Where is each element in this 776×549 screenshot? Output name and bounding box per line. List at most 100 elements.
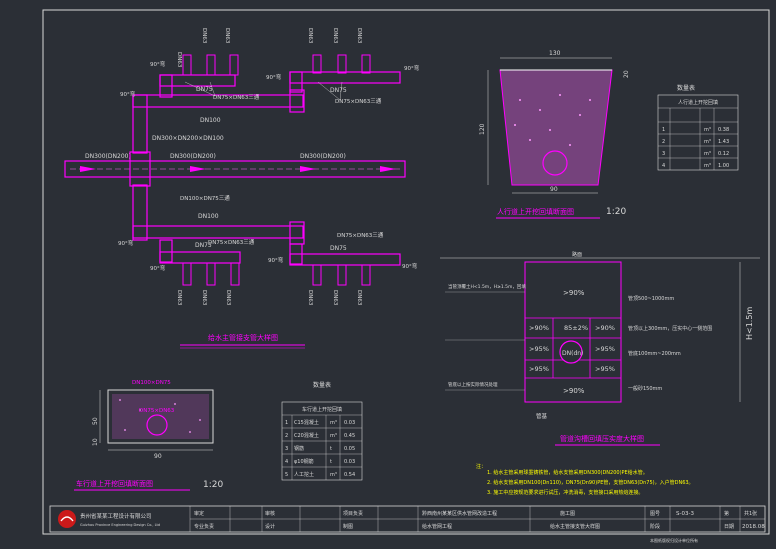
upper-elbow-4: 90°弯 — [404, 64, 420, 72]
upper-vertical-label: DN100 — [200, 117, 221, 124]
lower-outlet-5: DN63 — [332, 290, 338, 306]
company-name: 贵州省某某工程设计有限公司 — [80, 512, 152, 520]
sidewalk-pipe-circle — [542, 150, 568, 176]
upper-reducer-2: DN75×DN63三通 — [335, 97, 382, 105]
trench-cell-7: >95% — [595, 365, 615, 373]
svg-text:2: 2 — [285, 433, 288, 439]
pipe-plan-title: 给水主管接支管大样图 — [208, 333, 278, 342]
svg-text:3: 3 — [662, 151, 665, 157]
footer-note: 本图纸版权归设计单位所有 — [650, 537, 698, 543]
role-4: 专业负责 — [194, 523, 214, 530]
trench-compaction: 路面 >90% >90% 85±2% >90% >95% >95% >95% >… — [440, 251, 760, 446]
svg-text:1: 1 — [662, 127, 665, 133]
sidewalk-dim-right: 20 — [623, 70, 630, 78]
upper-outlet-2: DN63 — [201, 28, 207, 44]
svg-text:0.54: 0.54 — [344, 472, 355, 478]
trench-cell-bottom: >90% — [563, 387, 585, 395]
trench-pipe-label: DN(dn) — [562, 350, 583, 357]
svg-text:φ10钢筋: φ10钢筋 — [294, 458, 314, 465]
drawing-no-label: 图号 — [650, 511, 660, 517]
roadway-dim-width: 90 — [154, 453, 162, 460]
trench-cell-top: >90% — [563, 289, 585, 297]
trench-note-1: 管顶500~1000mm — [628, 295, 674, 302]
sidewalk-dim-bottom: 90 — [550, 186, 558, 193]
phase: 施工图 — [560, 510, 575, 517]
drawing-title: 给水主管接支管大样图 — [550, 523, 600, 530]
svg-text:钢筋: 钢筋 — [294, 445, 304, 452]
svg-text:0.03: 0.03 — [344, 459, 355, 465]
lower-elbow-4: 90°弯 — [402, 262, 418, 270]
upper-outlet-4: DN63 — [307, 28, 313, 44]
lower-sub-label-2: DN75 — [330, 245, 347, 252]
svg-text:人工挖土: 人工挖土 — [294, 471, 314, 478]
phase-label: 阶段 — [650, 523, 660, 530]
svg-text:1.43: 1.43 — [718, 139, 729, 145]
trench-cell-5: >95% — [595, 345, 615, 353]
upper-elbow-1: 90°弯 — [120, 90, 136, 98]
project-sub: 给水管网工程 — [422, 523, 452, 530]
lower-outlet-2: DN63 — [201, 290, 207, 306]
svg-text:2: 2 — [662, 139, 665, 145]
sheet-count: 共1张 — [744, 510, 757, 517]
qty-bottom-header: 车行道上开挖回填 — [302, 406, 342, 413]
upper-outlet-1: DN63 — [176, 52, 182, 68]
svg-text:m³: m³ — [330, 420, 337, 426]
notes: 注： 1. 给水主管采用球墨铸铁管，给水支管采用DN300(DN200)PE给水… — [476, 463, 694, 496]
drawing-frame — [42, 9, 770, 535]
trench-side-note-1: 当管顶覆土H<1.5m，H≥1.5m，回填 — [448, 283, 526, 290]
qty-top-header: 人行道上开挖回填 — [678, 99, 718, 106]
date-label: 日期 — [724, 524, 734, 530]
trench-cell-4: >95% — [529, 345, 549, 353]
trench-cell-1: >90% — [529, 324, 549, 332]
lower-reducer-2: DN75×DN63三通 — [337, 231, 384, 239]
role-6: 制图 — [343, 523, 353, 530]
svg-text:3: 3 — [285, 446, 288, 452]
main-pipe-label-1: DN300(DN200) — [85, 153, 131, 160]
lower-outlet-4: DN63 — [307, 290, 313, 306]
company-name-en: Guizhou Province Engineering Design Co.,… — [80, 523, 160, 527]
company-logo — [58, 510, 76, 528]
roadway-scale: 1:20 — [203, 480, 223, 490]
svg-text:m³: m³ — [330, 472, 337, 478]
sidewalk-dim-top: 130 — [549, 50, 561, 57]
svg-text:m³: m³ — [704, 163, 711, 169]
tee-label: DN300×DN200×DN100 — [152, 135, 224, 142]
project-name: 黔西南州某某区供水管网改造工程 — [422, 510, 497, 517]
sidewalk-scale: 1:20 — [606, 207, 626, 217]
trench-pipe-circle — [559, 340, 583, 364]
upper-outlet-6: DN63 — [356, 28, 362, 44]
qty-top-title: 数量表 — [677, 84, 695, 92]
trench-cell-6: >95% — [529, 365, 549, 373]
svg-text:0.03: 0.03 — [344, 420, 355, 426]
svg-text:5: 5 — [285, 472, 288, 478]
main-pipe-label-2: DN300(DN200) — [170, 153, 216, 160]
trench-side-note-2: 管底以上按实际情况处理 — [448, 381, 498, 388]
notes-line-2: 2. 给水支管采用DN100(Dn110)，DN75(Dn90)PE管，支管DN… — [487, 479, 694, 486]
svg-text:t: t — [330, 459, 332, 465]
section-sidewalk: 130 90 120 20 人行道上开挖回填断面图 1:20 — [479, 50, 630, 219]
title-block: 贵州省某某工程设计有限公司 Guizhou Province Engineeri… — [49, 505, 766, 543]
lower-elbow-2: 90°弯 — [150, 264, 166, 272]
qty-bottom-title: 数量表 — [313, 381, 331, 389]
trench-h-label: H<1.5m — [745, 307, 754, 340]
trench-note-3: 管底100mm~200mm — [628, 350, 681, 357]
notes-line-3: 3. 施工中应按规范要求进行试压，冲洗消毒，支管接口采用热熔连接。 — [487, 489, 643, 496]
date: 2018.08 — [742, 524, 765, 530]
trench-header: 路面 — [572, 251, 582, 258]
roadway-pipe-circle — [146, 414, 168, 436]
svg-text:m³: m³ — [704, 127, 711, 133]
sidewalk-dim-height: 120 — [479, 123, 486, 135]
section-roadway: DN100×DN75 DN75×DN63 90 50 10 车行道上开挖回填断面… — [74, 380, 223, 491]
svg-text:0.05: 0.05 — [344, 446, 355, 452]
sidewalk-title: 人行道上开挖回填断面图 — [497, 207, 574, 216]
roadway-label-top: DN100×DN75 — [132, 380, 171, 386]
role-2: 审核 — [265, 510, 275, 517]
main-pipe-label-3: DN300(DN200) — [300, 153, 346, 160]
roadway-title: 车行道上开挖回填断面图 — [76, 479, 153, 488]
upper-outlet-3: DN63 — [224, 28, 230, 44]
upper-outlet-5: DN63 — [332, 28, 338, 44]
svg-text:t: t — [330, 446, 332, 452]
svg-text:0.38: 0.38 — [718, 127, 729, 133]
main-tee — [129, 151, 151, 187]
